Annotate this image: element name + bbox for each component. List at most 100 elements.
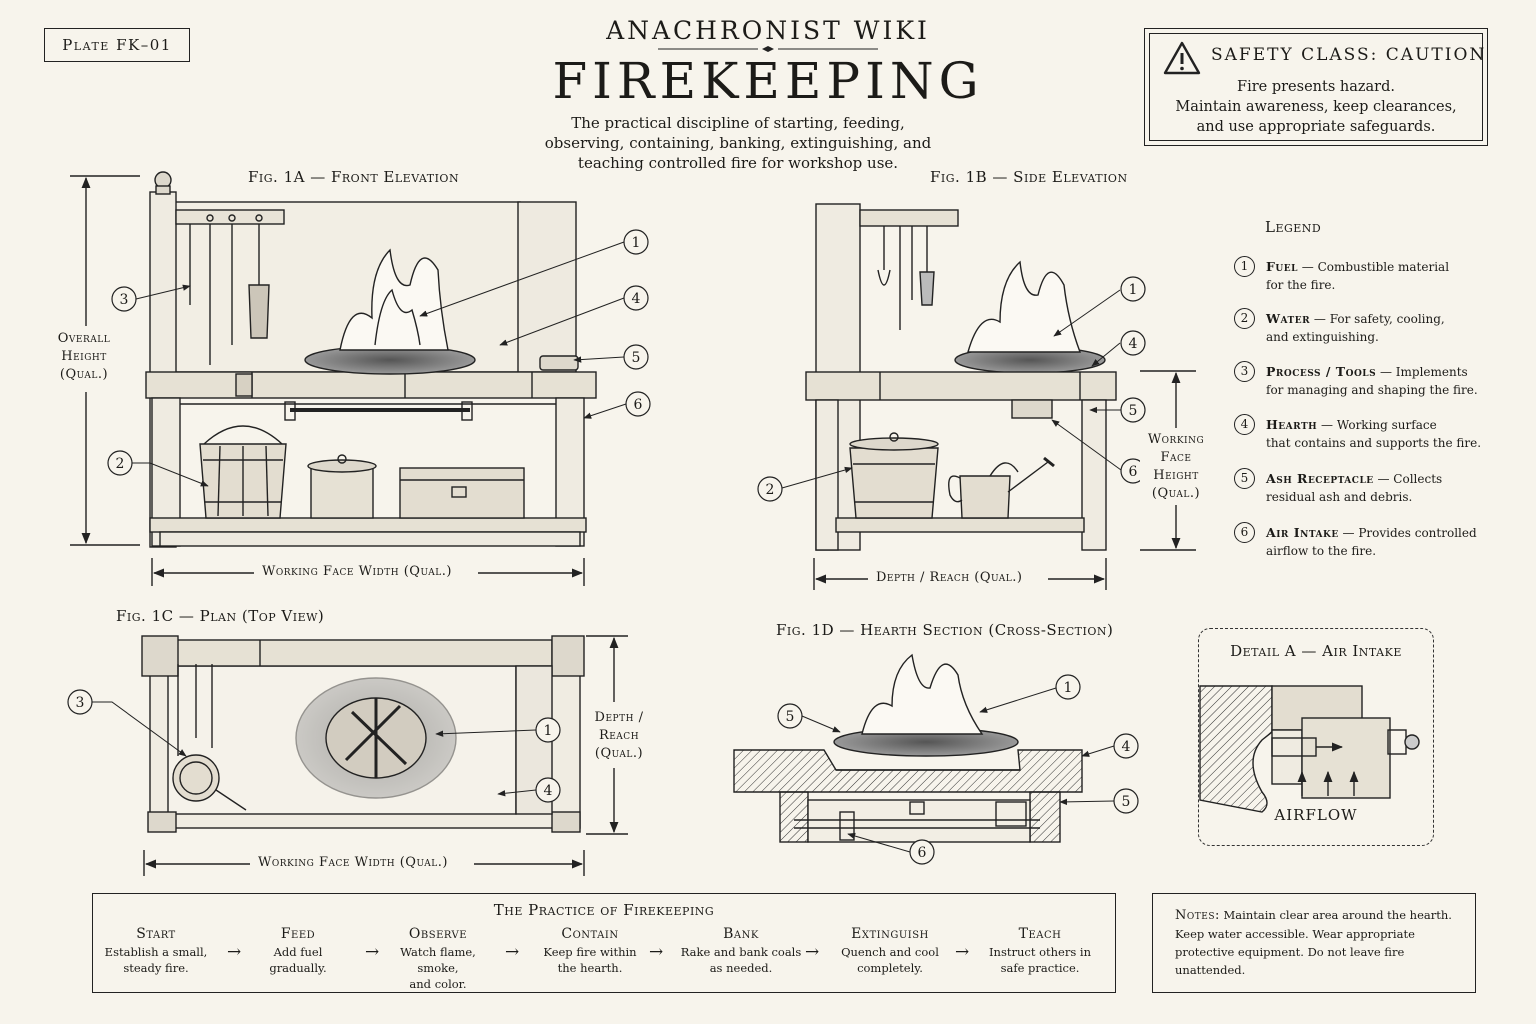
- callout-4: 4: [1129, 336, 1138, 352]
- step-name: Bank: [723, 926, 759, 942]
- site-name: ANACHRONIST WIKI: [606, 16, 930, 45]
- dim-text: Height: [61, 349, 107, 364]
- step-name: Contain: [561, 926, 619, 942]
- callout-1: 1: [632, 235, 641, 251]
- step-name: Start: [136, 926, 176, 942]
- callout-5: 5: [786, 709, 795, 725]
- arrow-right-icon: →: [955, 942, 970, 962]
- legend-desc2: and extinguishing.: [1266, 330, 1379, 344]
- legend-desc2: residual ash and debris.: [1266, 490, 1413, 504]
- overall-height-label: Overall Height (Qual.): [46, 330, 122, 384]
- legend-desc: — Implements: [1379, 365, 1468, 379]
- callout-4: 4: [632, 291, 641, 307]
- safety-heading: SAFETY CLASS: CAUTION: [1211, 45, 1487, 65]
- callout-5: 5: [1129, 403, 1138, 419]
- fig1b-drawing: [805, 203, 1196, 590]
- notes-text: Keep water accessible. Wear appropriate: [1175, 927, 1415, 941]
- callout-leaders: [92, 241, 1122, 853]
- fig1a-caption: Fig. 1A — Front Elevation: [248, 168, 460, 186]
- step-desc: Watch flame, smoke,: [400, 945, 476, 975]
- step-name: Extinguish: [851, 926, 929, 942]
- legend-number: 2: [1234, 308, 1255, 329]
- callout-numbers: 1 4 5 6 3 2 1 4 5 6 2 3 1 4 1 5 4 5 6: [76, 235, 1138, 861]
- practice-step: Feed Add fuel gradually.: [239, 926, 357, 976]
- callout-1: 1: [544, 723, 553, 739]
- plan-depth-label: Depth / Reach (Qual.): [584, 709, 654, 763]
- practice-step: Start Establish a small, steady fire.: [97, 926, 215, 976]
- page-subtitle: The practical discipline of starting, fe…: [544, 114, 932, 172]
- notes-text: Maintain clear area around the hearth.: [1223, 908, 1452, 922]
- arrow-right-icon: →: [805, 942, 820, 962]
- notes-label: Notes:: [1175, 908, 1220, 923]
- dim-text: Working: [1147, 432, 1205, 447]
- dim-text: Height: [1153, 468, 1199, 483]
- legend-name: Water: [1266, 311, 1311, 326]
- callout-6: 6: [634, 397, 643, 413]
- legend-title: Legend: [1265, 218, 1322, 236]
- legend-number: 1: [1234, 256, 1255, 277]
- step-desc: Quench and cool: [841, 945, 939, 959]
- callout-2: 2: [116, 456, 125, 472]
- step-desc: safe practice.: [1000, 961, 1080, 975]
- step-desc: and color.: [409, 977, 467, 991]
- legend-item: 6 Air Intake — Provides controlled airflo…: [1234, 522, 1514, 560]
- fig1a-drawing: [70, 171, 597, 548]
- step-desc: Rake and bank coals: [680, 945, 802, 959]
- practice-step: Observe Watch flame, smoke,and color.: [379, 926, 497, 992]
- safety-line: and use appropriate safeguards.: [1196, 119, 1436, 135]
- practice-title: The Practice of Firekeeping: [493, 901, 715, 919]
- warning-triangle-icon: [1163, 41, 1201, 75]
- legend-name: Air Intake: [1266, 525, 1339, 540]
- legend-name: Ash Receptacle: [1266, 471, 1374, 486]
- step-desc: Establish a small,: [104, 945, 208, 959]
- notes-text: unattended.: [1175, 963, 1246, 977]
- step-desc: Add fuel: [273, 945, 323, 959]
- plan-width-label: Working Face Width (Qual.): [254, 855, 452, 870]
- notes-text: protective equipment. Do not leave fire: [1175, 945, 1405, 959]
- legend-desc: — Working surface: [1321, 418, 1437, 432]
- dim-text: Reach: [598, 728, 640, 743]
- legend-desc2: for the fire.: [1266, 278, 1336, 292]
- legend-desc2: for managing and shaping the fire.: [1266, 383, 1478, 397]
- callout-6: 6: [918, 845, 927, 861]
- callout-4: 4: [544, 783, 553, 799]
- working-face-height-label: Working Face Height (Qual.): [1140, 431, 1212, 503]
- safety-box: SAFETY CLASS: CAUTION Fire presents haza…: [1144, 28, 1488, 146]
- arrow-right-icon: →: [227, 942, 242, 962]
- step-desc: gradually.: [269, 961, 327, 975]
- callout-5: 5: [632, 350, 641, 366]
- step-desc: Keep fire within: [543, 945, 637, 959]
- step-desc: as needed.: [709, 961, 773, 975]
- legend-desc2: that contains and supports the fire.: [1266, 436, 1482, 450]
- step-desc: steady fire.: [123, 961, 189, 975]
- practice-step: Bank Rake and bank coals as needed.: [677, 926, 805, 976]
- step-desc: the hearth.: [557, 961, 623, 975]
- legend-name: Fuel: [1266, 259, 1298, 274]
- legend-desc: — For safety, cooling,: [1313, 312, 1445, 326]
- legend-name: Hearth: [1266, 417, 1318, 432]
- fig1d-drawing: [733, 653, 1083, 843]
- legend-item: 1 Fuel — Combustible material for the fir…: [1234, 256, 1514, 294]
- legend-number: 6: [1234, 522, 1255, 543]
- legend-desc2: airflow to the fire.: [1266, 544, 1377, 558]
- callout-1: 1: [1064, 680, 1073, 696]
- legend-item: 2 Water — For safety, cooling, and exting…: [1234, 308, 1514, 346]
- dim-text: Overall: [57, 331, 111, 346]
- safety-line: Fire presents hazard.: [1237, 79, 1395, 95]
- legend-number: 5: [1234, 468, 1255, 489]
- dim-text: Face: [1160, 450, 1192, 465]
- practice-box: The Practice of Firekeeping Start Establ…: [92, 893, 1116, 993]
- callout-3: 3: [76, 695, 85, 711]
- legend-name: Process / Tools: [1266, 364, 1377, 379]
- step-desc: completely.: [857, 961, 923, 975]
- fig1d-caption: Fig. 1D — Hearth Section (Cross-Section): [776, 621, 1114, 639]
- depth-reach-label: Depth / Reach (Qual.): [872, 570, 1027, 585]
- step-name: Feed: [280, 926, 316, 942]
- fig1c-caption: Fig. 1C — Plan (Top View): [116, 607, 325, 625]
- legend-desc: — Combustible material: [1301, 260, 1450, 274]
- legend-desc: — Provides controlled: [1342, 526, 1477, 540]
